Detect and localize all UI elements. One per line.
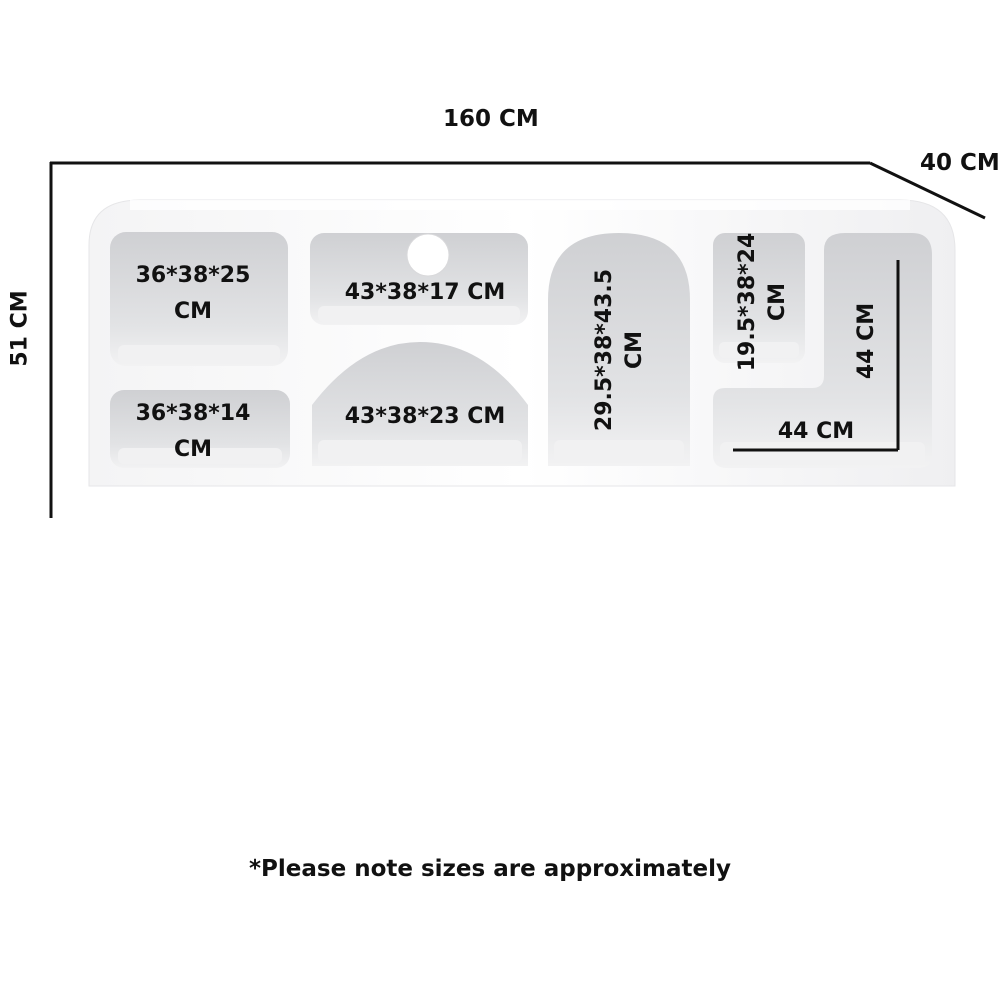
cabinet-top-edge <box>130 200 910 210</box>
compartment-top-left <box>110 232 288 366</box>
compartment-tall-arch-floor <box>554 440 684 462</box>
compartment-l-shape-floor <box>720 442 925 464</box>
compartment-bottom-middle-arch <box>312 342 528 466</box>
label-l-shape-vertical: 44 CM <box>854 302 879 380</box>
compartment-small-right-floor <box>719 342 799 358</box>
compartment-small-right <box>713 233 805 363</box>
size-disclaimer-note: *Please note sizes are approximately <box>249 856 731 882</box>
label-top-middle: 43*38*17 CM <box>344 280 506 305</box>
height-label: 51 CM <box>7 290 33 367</box>
depth-label: 40 CM <box>920 150 1000 176</box>
label-l-shape-horizontal: 44 CM <box>777 419 855 444</box>
compartment-top-middle <box>310 233 528 325</box>
depth-dimension-line <box>869 161 986 220</box>
compartment-tall-arch <box>548 233 690 466</box>
width-label: 160 CM <box>443 106 539 132</box>
compartment-bottom-middle-floor <box>318 440 522 462</box>
compartment-top-left-floor <box>118 345 280 363</box>
label-bottom-middle: 43*38*23 CM <box>344 404 506 429</box>
compartment-l-shape <box>713 233 932 468</box>
compartment-bottom-left-floor <box>118 448 282 464</box>
cable-hole <box>406 233 450 277</box>
compartment-top-middle-floor <box>318 306 520 322</box>
